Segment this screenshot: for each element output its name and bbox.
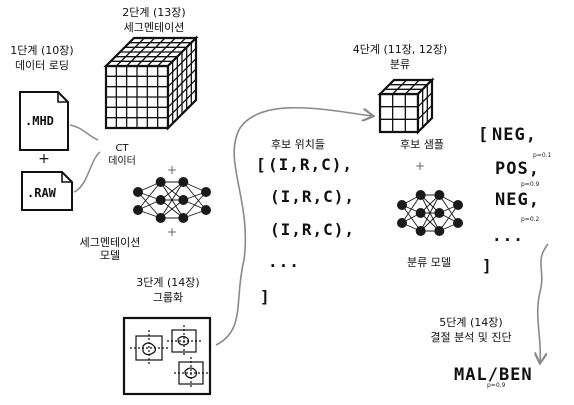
arrow-candidates-to-classification [215, 106, 372, 346]
ct-volume-cube-icon [103, 35, 199, 131]
candidates-open-bracket: [ [256, 155, 267, 174]
candidate-sample-label: 후보 샘플 [400, 138, 444, 151]
stage4-plus: + [414, 159, 426, 173]
class-prob-1: p=0.1 [533, 152, 552, 159]
raw-file-icon [21, 171, 73, 211]
class-prob-3: p=0.2 [521, 216, 540, 223]
stage1-title: 1단계 (10장) [10, 44, 74, 57]
classification-close-bracket: ] [482, 256, 493, 275]
connector-load-to-ct [69, 124, 101, 193]
stage2-plus-top: + [166, 163, 178, 177]
stage4-subtitle: 분류 [389, 58, 411, 71]
stage2-title: 2단계 (13장) [122, 6, 186, 19]
candidate-tuple-3: (I,R,C), [270, 220, 356, 239]
stage2-plus-bottom: + [166, 225, 178, 239]
class-label-3: NEG, [495, 190, 540, 210]
segmentation-network-icon [133, 177, 211, 223]
candidates-ellipsis: ... [268, 252, 300, 271]
segmentation-model-label: 세그멘테이션 모델 [79, 236, 141, 262]
stage5-subtitle: 결절 분석 및 진단 [430, 331, 512, 344]
classification-open-bracket: [ [478, 125, 490, 145]
ct-data-label: CT 데이터 [108, 143, 136, 167]
mhd-file-label: .MHD [25, 114, 54, 128]
candidate-tuple-1: (I,R,C), [268, 155, 354, 174]
classification-model-label: 분류 모델 [407, 256, 451, 269]
grouping-sheet-icon [122, 316, 212, 396]
stage3-subtitle: 그룹화 [152, 291, 184, 304]
candidate-tuple-2: (I,R,C), [270, 187, 356, 206]
class-label-2: POS, [495, 159, 540, 179]
raw-file-label: .RAW [27, 186, 56, 200]
stage1-plus: + [38, 151, 50, 167]
candidate-sample-cube-icon [377, 77, 435, 135]
stage3-title: 3단계 (14장) [136, 276, 200, 289]
stage5-title: 5단계 (14장) [439, 316, 503, 329]
diagnosis-result: MAL/BEN [454, 365, 533, 385]
stage2-subtitle: 세그멘테이션 [123, 21, 185, 34]
stage1-subtitle: 데이터 로딩 [14, 59, 70, 72]
class-prob-2: p=0.9 [521, 181, 540, 188]
candidates-close-bracket: ] [260, 287, 271, 306]
class-label-1: NEG, [492, 125, 537, 145]
arrow-classification-to-diagnosis [538, 243, 549, 362]
classification-ellipsis: ... [492, 226, 524, 245]
mhd-file-icon [19, 91, 69, 151]
stage4-title: 4단계 (11장, 12장) [352, 43, 448, 56]
diagnosis-prob: p=0.9 [487, 382, 506, 389]
candidates-title: 후보 위치들 [270, 138, 326, 151]
classification-network-icon [397, 190, 463, 236]
